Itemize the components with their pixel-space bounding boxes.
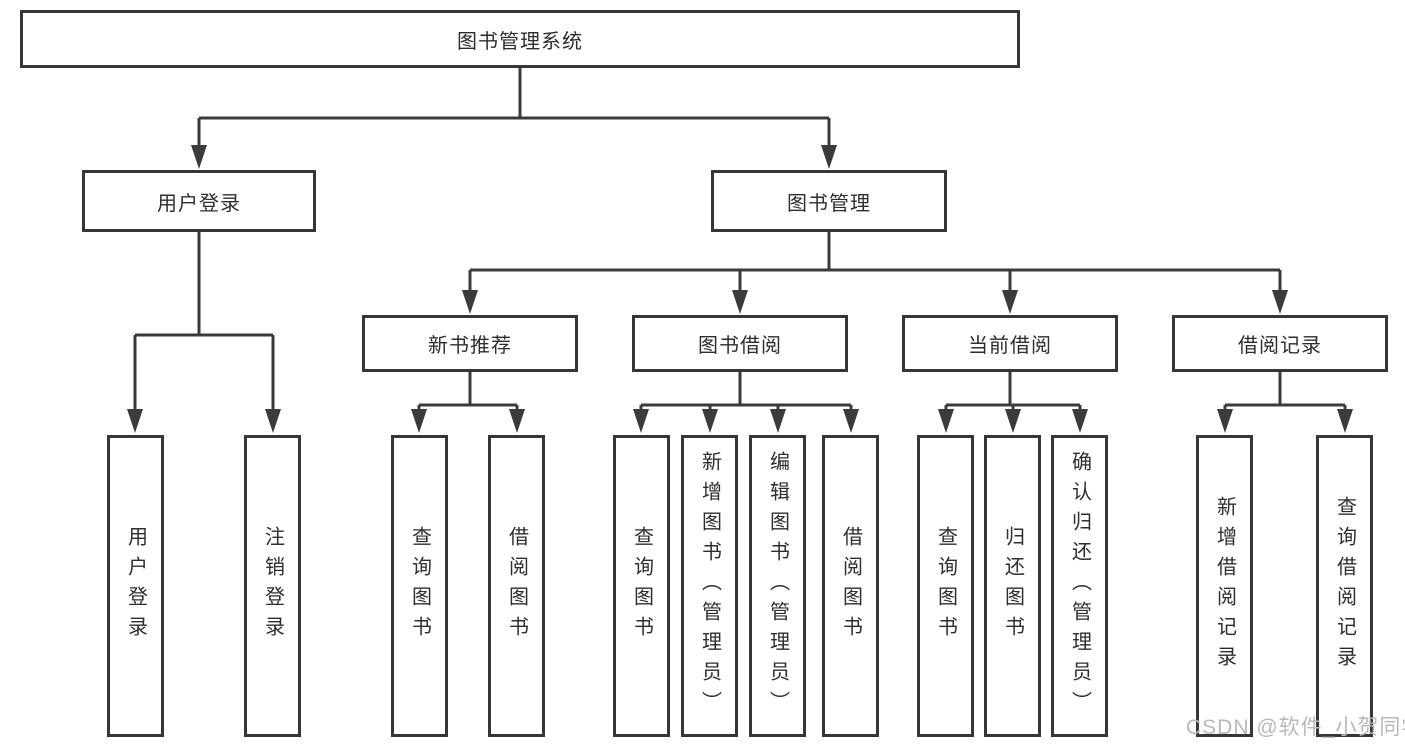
node-label: 用户登录 bbox=[157, 192, 241, 215]
leaf-query-borrow-record: 查询借阅记录 bbox=[1316, 435, 1373, 737]
connector-book-management-to-level3 bbox=[468, 232, 1282, 295]
leaf-label: 查询图书 bbox=[630, 526, 653, 646]
leaf-edit-books-admin: 编辑图书（管理员） bbox=[749, 435, 806, 737]
node-label: 新书推荐 bbox=[428, 335, 512, 357]
connector-borrowing-records-to-leaves bbox=[1223, 372, 1347, 414]
node-user-login: 用户登录 bbox=[82, 170, 316, 232]
leaf-query-books-recommend: 查询图书 bbox=[391, 435, 448, 737]
leaf-label: 归还图书 bbox=[1001, 526, 1024, 646]
node-label: 图书管理 bbox=[787, 192, 871, 215]
node-label: 借阅记录 bbox=[1238, 335, 1322, 357]
leaf-label: 借阅图书 bbox=[839, 526, 862, 646]
connector-book-borrowing-to-leaves bbox=[639, 372, 853, 414]
node-library-management-system: 图书管理系统 bbox=[20, 10, 1020, 68]
leaf-user-login: 用户登录 bbox=[107, 435, 164, 737]
connector-new-book-recommendation-to-leaves bbox=[417, 372, 519, 414]
connector-root-to-level2 bbox=[197, 68, 831, 150]
leaf-borrow-books-recommend: 借阅图书 bbox=[488, 435, 545, 737]
leaf-query-books-current: 查询图书 bbox=[917, 435, 974, 737]
node-book-management: 图书管理 bbox=[711, 170, 947, 232]
leaf-add-borrow-record: 新增借阅记录 bbox=[1196, 435, 1253, 737]
leaf-logout-login: 注销登录 bbox=[244, 435, 301, 737]
leaf-label: 新增图书（管理员） bbox=[698, 451, 721, 721]
leaf-label: 确认归还（管理员） bbox=[1068, 451, 1091, 721]
leaf-label: 注销登录 bbox=[261, 526, 284, 646]
csdn-watermark: CSDN @软件_小贺同学 bbox=[1186, 716, 1405, 739]
leaf-label: 查询借阅记录 bbox=[1333, 496, 1356, 676]
leaf-query-books-borrowing: 查询图书 bbox=[613, 435, 670, 737]
connector-user-login-to-leaves bbox=[133, 232, 275, 412]
node-label: 图书借阅 bbox=[698, 335, 782, 357]
leaf-label: 查询图书 bbox=[408, 526, 431, 646]
connector-current-borrowing-to-leaves bbox=[944, 372, 1082, 414]
node-current-borrowing: 当前借阅 bbox=[902, 315, 1118, 372]
leaf-add-books-admin: 新增图书（管理员） bbox=[681, 435, 738, 737]
leaf-label: 查询图书 bbox=[934, 526, 957, 646]
leaf-label: 借阅图书 bbox=[505, 526, 528, 646]
leaf-label: 编辑图书（管理员） bbox=[766, 451, 789, 721]
leaf-label: 新增借阅记录 bbox=[1213, 496, 1236, 676]
node-book-borrowing: 图书借阅 bbox=[632, 315, 848, 372]
node-label: 图书管理系统 bbox=[457, 30, 583, 53]
node-borrowing-records: 借阅记录 bbox=[1172, 315, 1388, 372]
leaf-label: 用户登录 bbox=[124, 526, 147, 646]
node-label: 当前借阅 bbox=[968, 335, 1052, 357]
arrowheads bbox=[127, 145, 1353, 433]
leaf-return-books: 归还图书 bbox=[984, 435, 1041, 737]
leaf-confirm-return-admin: 确认归还（管理员） bbox=[1051, 435, 1108, 737]
leaf-borrow-books-borrowing: 借阅图书 bbox=[822, 435, 879, 737]
node-new-book-recommendation: 新书推荐 bbox=[362, 315, 578, 372]
